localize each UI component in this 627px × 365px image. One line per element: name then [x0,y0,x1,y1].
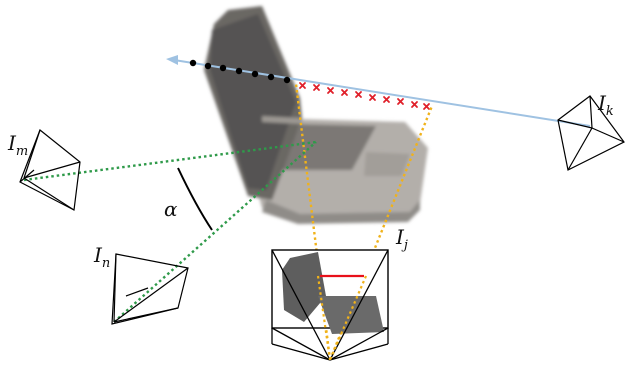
camera-frustum-icon [111,253,189,325]
angle-label: α [164,197,178,221]
camera-k-label: Ik [597,91,614,119]
angle-arc [177,167,213,231]
camera-m-label: Im [7,131,28,159]
camera-n-label: In [93,243,110,271]
projected-laptop-image [282,252,326,322]
black-point-samples [189,59,291,84]
projected-laptop-image [318,296,384,334]
camera-j-frustum [271,249,389,361]
laptop-image [204,6,428,224]
camera-frustum-icon [557,95,625,171]
ray-arrowhead-icon [166,55,178,65]
red-cross-samples [299,82,430,110]
epipolar-ray [173,59,591,127]
camera-j-label: Ij [395,225,408,253]
camera-frustum-icon [19,129,81,211]
green-view-rays [23,140,317,323]
